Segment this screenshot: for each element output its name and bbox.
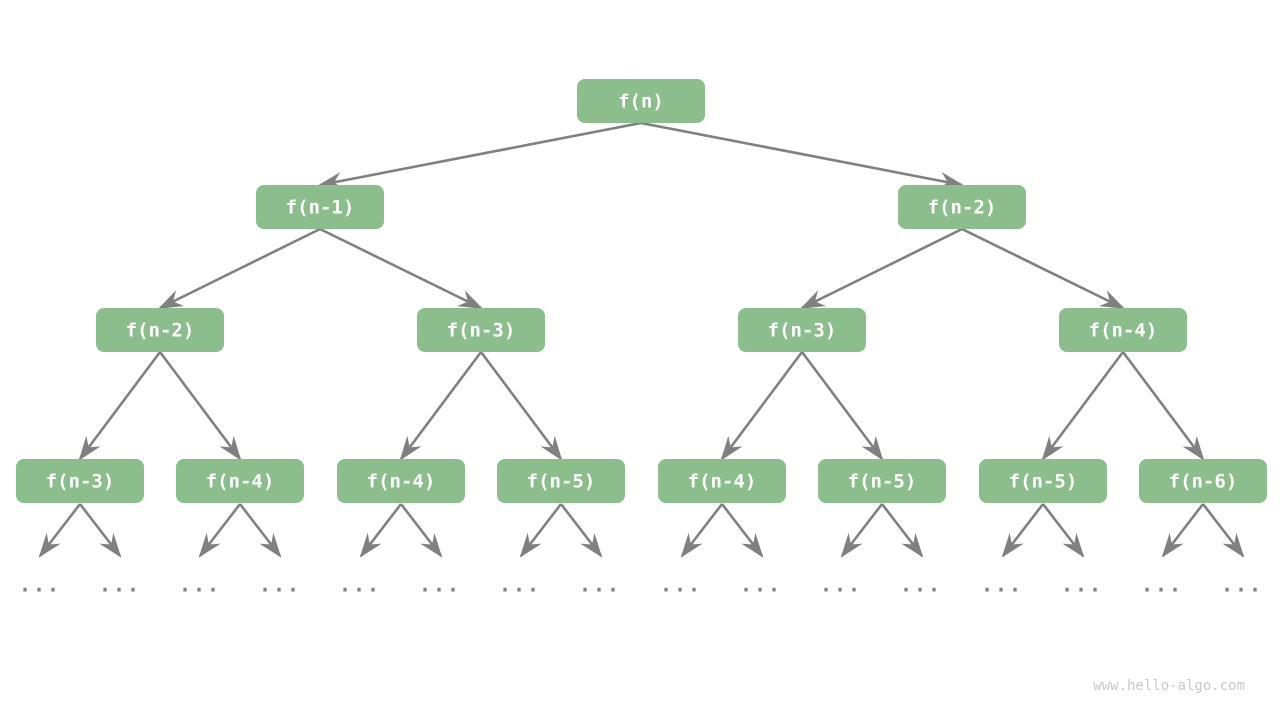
ellipsis-label: ... — [1221, 573, 1263, 597]
ellipsis-label: ... — [419, 573, 461, 597]
tree-edge — [961, 227, 1125, 310]
tree-edge — [399, 351, 483, 461]
tree-node: f(n-2) — [898, 185, 1026, 229]
node-box — [337, 459, 465, 503]
leaf-edge — [359, 503, 403, 558]
tree-edge — [319, 227, 483, 310]
leaf-edges-layer — [38, 503, 1245, 558]
tree-node: f(n-5) — [818, 459, 946, 503]
leaf-edge — [399, 503, 443, 558]
ellipsis-layer: ........................................… — [19, 573, 1263, 597]
ellipsis-label: ... — [259, 573, 301, 597]
node-label: f(n-3) — [46, 471, 115, 493]
leaf-edge — [680, 503, 724, 558]
ellipsis-label: ... — [900, 573, 942, 597]
leaf-edge — [720, 503, 764, 558]
leaf-edge — [38, 503, 82, 558]
tree-node: f(n-4) — [337, 459, 465, 503]
node-box — [176, 459, 304, 503]
tree-edge — [1041, 351, 1125, 461]
watermark-label: www.hello-algo.com — [1093, 678, 1245, 694]
node-label: f(n-2) — [928, 197, 997, 219]
ellipsis-label: ... — [339, 573, 381, 597]
tree-node: f(n-3) — [738, 308, 866, 352]
node-box — [256, 185, 384, 229]
leaf-edge — [519, 503, 563, 558]
node-label: f(n-1) — [286, 197, 355, 219]
node-label: f(n-5) — [527, 471, 596, 493]
node-box — [577, 79, 705, 123]
node-label: f(n-6) — [1169, 471, 1238, 493]
leaf-edge — [1041, 503, 1085, 558]
leaf-edge — [1001, 503, 1045, 558]
ellipsis-label: ... — [179, 573, 221, 597]
node-label: f(n-4) — [367, 471, 436, 493]
ellipsis-label: ... — [1061, 573, 1103, 597]
tree-node: f(n-6) — [1139, 459, 1267, 503]
ellipsis-label: ... — [499, 573, 541, 597]
leaf-edge — [1161, 503, 1205, 558]
leaf-edge — [198, 503, 242, 558]
node-label: f(n-4) — [1089, 320, 1158, 342]
leaf-edge — [78, 503, 122, 558]
node-box — [1059, 308, 1187, 352]
tree-node: f(n) — [577, 79, 705, 123]
ellipsis-label: ... — [1141, 573, 1183, 597]
leaf-edge — [559, 503, 603, 558]
tree-node: f(n-5) — [497, 459, 625, 503]
tree-node: f(n-2) — [96, 308, 224, 352]
ellipsis-label: ... — [660, 573, 702, 597]
leaf-edge — [1201, 503, 1245, 558]
tree-node: f(n-1) — [256, 185, 384, 229]
node-box — [497, 459, 625, 503]
node-label: f(n-3) — [768, 320, 837, 342]
node-label: f(n) — [618, 91, 664, 113]
nodes-layer: f(n) f(n-1) f(n-2) f(n-2) f(n-3) f(n-3) f(n-4)… — [16, 79, 1267, 503]
tree-edge — [640, 121, 965, 190]
tree-node: f(n-5) — [979, 459, 1107, 503]
tree-node: f(n-4) — [1059, 308, 1187, 352]
leaf-edge — [880, 503, 924, 558]
node-label: f(n-4) — [688, 471, 757, 493]
tree-node: f(n-3) — [417, 308, 545, 352]
leaf-edge — [238, 503, 282, 558]
tree-edge — [78, 351, 162, 461]
node-box — [96, 308, 224, 352]
node-box — [738, 308, 866, 352]
node-label: f(n-2) — [126, 320, 195, 342]
tree-node: f(n-3) — [16, 459, 144, 503]
node-label: f(n-5) — [1009, 471, 1078, 493]
tree-node: f(n-4) — [658, 459, 786, 503]
node-label: f(n-5) — [848, 471, 917, 493]
ellipsis-label: ... — [19, 573, 61, 597]
tree-edge — [317, 121, 642, 190]
tree-node: f(n-4) — [176, 459, 304, 503]
tree-edge — [800, 351, 884, 461]
node-box — [16, 459, 144, 503]
tree-edge — [158, 351, 242, 461]
tree-edge — [800, 227, 963, 310]
tree-edge — [1121, 351, 1205, 461]
edges-layer — [78, 121, 1205, 461]
ellipsis-label: ... — [981, 573, 1023, 597]
node-box — [658, 459, 786, 503]
node-box — [417, 308, 545, 352]
ellipsis-label: ... — [820, 573, 862, 597]
node-box — [818, 459, 946, 503]
tree-edge — [720, 351, 804, 461]
node-box — [1139, 459, 1267, 503]
tree-edge — [479, 351, 563, 461]
node-box — [979, 459, 1107, 503]
node-box — [898, 185, 1026, 229]
ellipsis-label: ... — [740, 573, 782, 597]
ellipsis-label: ... — [579, 573, 621, 597]
node-label: f(n-3) — [447, 320, 516, 342]
leaf-edge — [840, 503, 884, 558]
ellipsis-label: ... — [99, 573, 141, 597]
node-label: f(n-4) — [206, 471, 275, 493]
tree-edge — [158, 227, 321, 310]
